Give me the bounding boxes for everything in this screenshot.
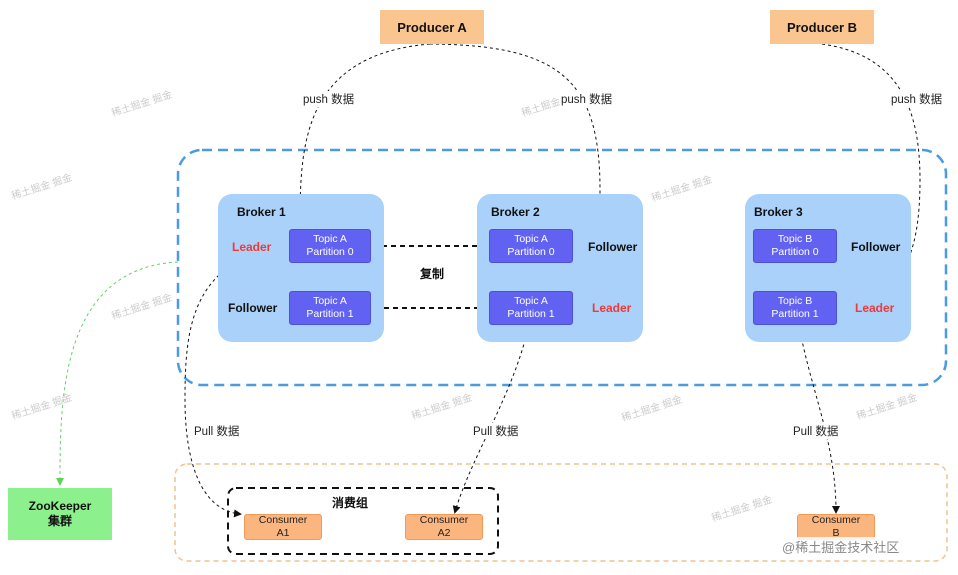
pull-arrow-b [797,319,840,514]
consumer-id: A2 [437,527,451,539]
zookeeper-cluster: ZooKeeper 集群 [8,488,112,540]
kafka-cluster-boundary [176,148,948,387]
broker-1-partition-1: Topic A Partition 1 [289,291,371,325]
consumer-area-boundary [174,463,948,562]
partition-topic: Topic A [514,295,548,307]
producer-b-label: Producer B [786,19,858,35]
consumer-name: Consumer [258,514,308,526]
broker-1-title: Broker 1 [237,205,286,219]
pull-label-a1: Pull 数据 [193,423,241,439]
broker-1-partition-0-role: Leader [232,240,272,254]
broker-1-partition-1-role: Follower [228,301,278,315]
pull-label-a2: Pull 数据 [472,423,520,439]
site-watermark: @稀土掘金技术社区 [780,537,902,556]
zookeeper-label: ZooKeeper [28,499,92,513]
broker-1-partition-0: Topic A Partition 0 [289,229,371,263]
broker-3-partition-0-role: Follower [851,240,901,254]
partition-number: Partition 1 [771,308,819,320]
producer-b-box: Producer B [770,10,874,44]
broker-3-title: Broker 3 [754,205,803,219]
zookeeper-sublabel: 集群 [47,514,72,528]
partition-topic: Topic A [313,295,347,307]
partition-number: Partition 1 [507,308,555,320]
consumer-name: Consumer [811,514,861,526]
replication-label: 复制 [420,267,445,281]
partition-topic: Topic B [777,233,813,245]
push-label-a2: push 数据 [560,91,614,107]
consumer-group-boundary [227,487,499,555]
partition-number: Partition 1 [306,308,354,320]
consumer-id: B [832,527,840,539]
broker-3-partition-1-role: Leader [855,301,895,315]
partition-topic: Topic B [777,295,813,307]
consumer-a2: Consumer A2 [405,514,483,540]
push-arrow-a-broker2 [429,43,601,309]
broker-3-partition-0: Topic B Partition 0 [753,229,837,263]
zookeeper-link [56,261,179,486]
consumer-id: A1 [276,527,290,539]
partition-topic: Topic A [514,233,548,245]
producer-a-box: Producer A [380,10,484,44]
broker-2-title: Broker 2 [491,205,540,219]
broker-2-partition-0-role: Follower [588,240,638,254]
broker-2-partition-1-role: Leader [592,301,632,315]
consumer-name: Consumer [419,514,469,526]
partition-number: Partition 0 [306,246,354,258]
push-label-b: push 数据 [890,91,944,107]
push-arrow-a-broker1 [296,43,431,230]
pull-label-b: Pull 数据 [792,423,840,439]
partition-number: Partition 0 [771,246,819,258]
producer-a-label: Producer A [397,19,467,35]
broker-2-partition-1: Topic A Partition 1 [489,291,573,325]
broker-2-partition-0: Topic A Partition 0 [489,229,573,263]
broker-3-partition-1: Topic B Partition 1 [753,291,837,325]
consumer-group-label: 消费组 [332,496,369,510]
partition-number: Partition 0 [507,246,555,258]
partition-topic: Topic A [313,233,347,245]
push-label-a1: push 数据 [302,91,356,107]
consumer-a1: Consumer A1 [244,514,322,540]
